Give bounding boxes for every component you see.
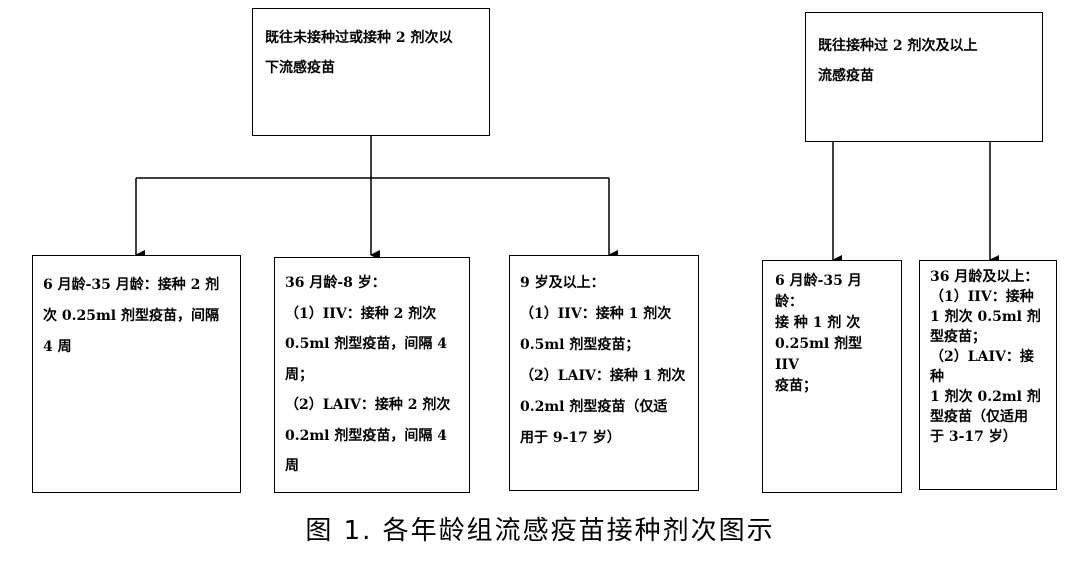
child-line: 1 剂次 0.5ml 剂 xyxy=(930,309,1041,325)
right-root-box: 既往接种过 2 剂次及以上 流感疫苗 xyxy=(805,12,1043,142)
child-line: （1）IIV：接种 xyxy=(930,289,1034,305)
child-line: 疫苗； xyxy=(775,378,817,394)
child-line: 用于 9-17 岁） xyxy=(520,430,621,446)
child-line: 6 月龄-35 月龄：接种 2 剂 xyxy=(43,277,220,293)
left-root-box: 既往未接种过或接种 2 剂次以 下流感疫苗 xyxy=(252,8,490,136)
child-line: （2）LAIV：接种 2 剂次 xyxy=(285,397,451,413)
child-box-36-months-8-years: 36 月龄-8 岁： （1）IIV：接种 2 剂次 0.5ml 剂型疫苗，间隔 … xyxy=(274,257,470,493)
child-line: （2）LAIV：接种 1 剂次 xyxy=(520,368,686,384)
child-line: 9 岁及以上： xyxy=(520,275,605,291)
child-line: 周； xyxy=(285,366,313,383)
child-line: 0.2ml 剂型疫苗（仅适 xyxy=(520,399,668,415)
child-line: 36 月龄及以上： xyxy=(930,269,1039,285)
child-line: 0.5ml 剂型疫苗，间隔 4 xyxy=(285,336,447,352)
child-line: 0.2ml 剂型疫苗，间隔 4 xyxy=(285,427,447,444)
right-child-box-6-35-months: 6 月龄-35 月龄： 接 种 1 剂 次 0.25ml 剂型 IIV 疫苗； xyxy=(762,260,902,493)
figure-caption: 图 1. 各年龄组流感疫苗接种剂次图示 xyxy=(305,516,775,546)
child-line: 周 xyxy=(285,458,299,474)
child-line: （1）IIV：接种 1 剂次 xyxy=(520,306,672,322)
child-line: 型疫苗； xyxy=(930,329,986,345)
right-root-line: 流感疫苗 xyxy=(818,68,874,84)
child-line: 36 月龄-8 岁： xyxy=(285,275,386,291)
child-line: 0.25ml 剂型 IIV xyxy=(775,336,863,373)
child-box-9-years-plus: 9 岁及以上： （1）IIV：接种 1 剂次 0.5ml 剂型疫苗； （2）LA… xyxy=(509,255,699,491)
child-line: 次 0.25ml 剂型疫苗，间隔 xyxy=(43,308,219,324)
child-line: 0.5ml 剂型疫苗； xyxy=(520,337,640,353)
child-line: 1 剂次 0.2ml 剂 xyxy=(930,389,1041,405)
child-line: （1）IIV：接种 2 剂次 xyxy=(285,305,437,322)
child-line: 6 月龄-35 月龄： xyxy=(775,273,862,310)
child-line: 型疫苗（仅适用 xyxy=(930,409,1028,425)
left-root-line: 下流感疫苗 xyxy=(265,60,335,76)
child-line: 接 种 1 剂 次 xyxy=(775,315,861,331)
right-child-box-36-months-plus: 36 月龄及以上： （1）IIV：接种 1 剂次 0.5ml 剂 型疫苗； （2… xyxy=(919,260,1057,490)
child-box-6-35-months: 6 月龄-35 月龄：接种 2 剂 次 0.25ml 剂型疫苗，间隔 4 周 xyxy=(32,255,241,493)
child-line: 于 3-17 岁） xyxy=(930,429,1017,445)
child-line: （2）LAIV：接种 xyxy=(930,349,1034,385)
child-line: 4 周 xyxy=(43,339,72,355)
left-root-line: 既往未接种过或接种 2 剂次以 xyxy=(265,30,453,46)
right-root-line: 既往接种过 2 剂次及以上 xyxy=(818,38,978,54)
